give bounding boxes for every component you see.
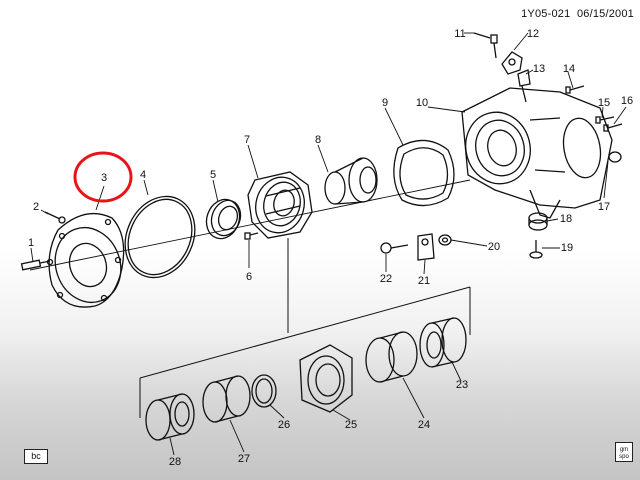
callout-26: 26 — [278, 419, 290, 431]
callout-9: 9 — [382, 97, 388, 109]
bc-badge: bc — [24, 449, 48, 464]
part-23-bearing — [419, 317, 467, 368]
callout-21: 21 — [418, 275, 430, 287]
callout-27: 27 — [238, 453, 250, 465]
part-21-bracket — [417, 233, 435, 261]
part-28-bearing — [145, 393, 195, 441]
callout-22: 22 — [380, 273, 392, 285]
diagram-header: 1Y05-021 06/15/2001 — [521, 8, 634, 20]
part-6-bolt — [244, 232, 259, 240]
part-14-stud — [565, 85, 585, 94]
callout-23: 23 — [456, 379, 468, 391]
part-27-race — [202, 375, 251, 423]
part-19-bolt — [529, 240, 543, 259]
callout-5: 5 — [210, 169, 216, 181]
callout-20: 20 — [488, 241, 500, 253]
doc-date: 06/15/2001 — [576, 8, 634, 20]
callout-8: 8 — [315, 134, 321, 146]
callout-28: 28 — [169, 456, 181, 468]
part-11-vent — [473, 32, 498, 59]
part-5-seal — [205, 198, 242, 240]
part-26-ring — [251, 374, 277, 408]
callout-16: 16 — [621, 95, 633, 107]
callout-15: 15 — [598, 97, 610, 109]
assembly-axis — [29, 179, 471, 271]
callout-1: 1 — [28, 237, 34, 249]
callout-25: 25 — [345, 419, 357, 431]
callout-14: 14 — [563, 63, 575, 75]
callout-24: 24 — [418, 419, 430, 431]
leader-lines — [30, 32, 627, 456]
part-3-cover — [46, 212, 125, 308]
part-25-housing — [299, 344, 353, 413]
callout-4: 4 — [140, 169, 146, 181]
lower-group-bracket — [139, 238, 471, 418]
part-12-bracket — [501, 51, 523, 75]
part-20-washer — [438, 234, 452, 246]
callout-10: 10 — [416, 97, 428, 109]
callout-12: 12 — [527, 28, 539, 40]
callout-7: 7 — [244, 134, 250, 146]
part-13-fitting — [517, 69, 531, 103]
part-22-bolt — [380, 242, 409, 254]
callout-6: 6 — [246, 271, 252, 283]
part-9-gasket — [393, 139, 455, 207]
part-7-housing — [247, 171, 313, 239]
part-16-bolt — [603, 123, 623, 132]
part-10-main-case — [461, 87, 613, 219]
callout-19: 19 — [561, 242, 573, 254]
callout-numbers: 1 2 3 4 5 6 7 8 9 10 11 12 13 14 15 16 1… — [28, 28, 633, 468]
part-15-bolt — [595, 116, 615, 124]
part-24-race — [365, 331, 418, 383]
gm-spo-logo-text: gm spo — [619, 447, 629, 460]
callout-18: 18 — [560, 213, 572, 225]
callout-2: 2 — [33, 201, 39, 213]
part-2-bolt — [44, 211, 66, 224]
callout-17: 17 — [598, 201, 610, 213]
part-8-sleeve — [324, 157, 378, 205]
part-17-plug — [608, 151, 622, 163]
part-4-o-ring — [124, 195, 196, 279]
part-1-bolt — [20, 259, 51, 271]
highlight-circle — [73, 151, 133, 203]
gm-spo-logo: gm spo — [615, 442, 633, 462]
callout-13: 13 — [533, 63, 545, 75]
callout-3: 3 — [101, 172, 107, 184]
doc-id: 1Y05-021 — [521, 8, 571, 20]
callout-11: 11 — [454, 28, 465, 40]
part-18-mount — [528, 212, 548, 231]
